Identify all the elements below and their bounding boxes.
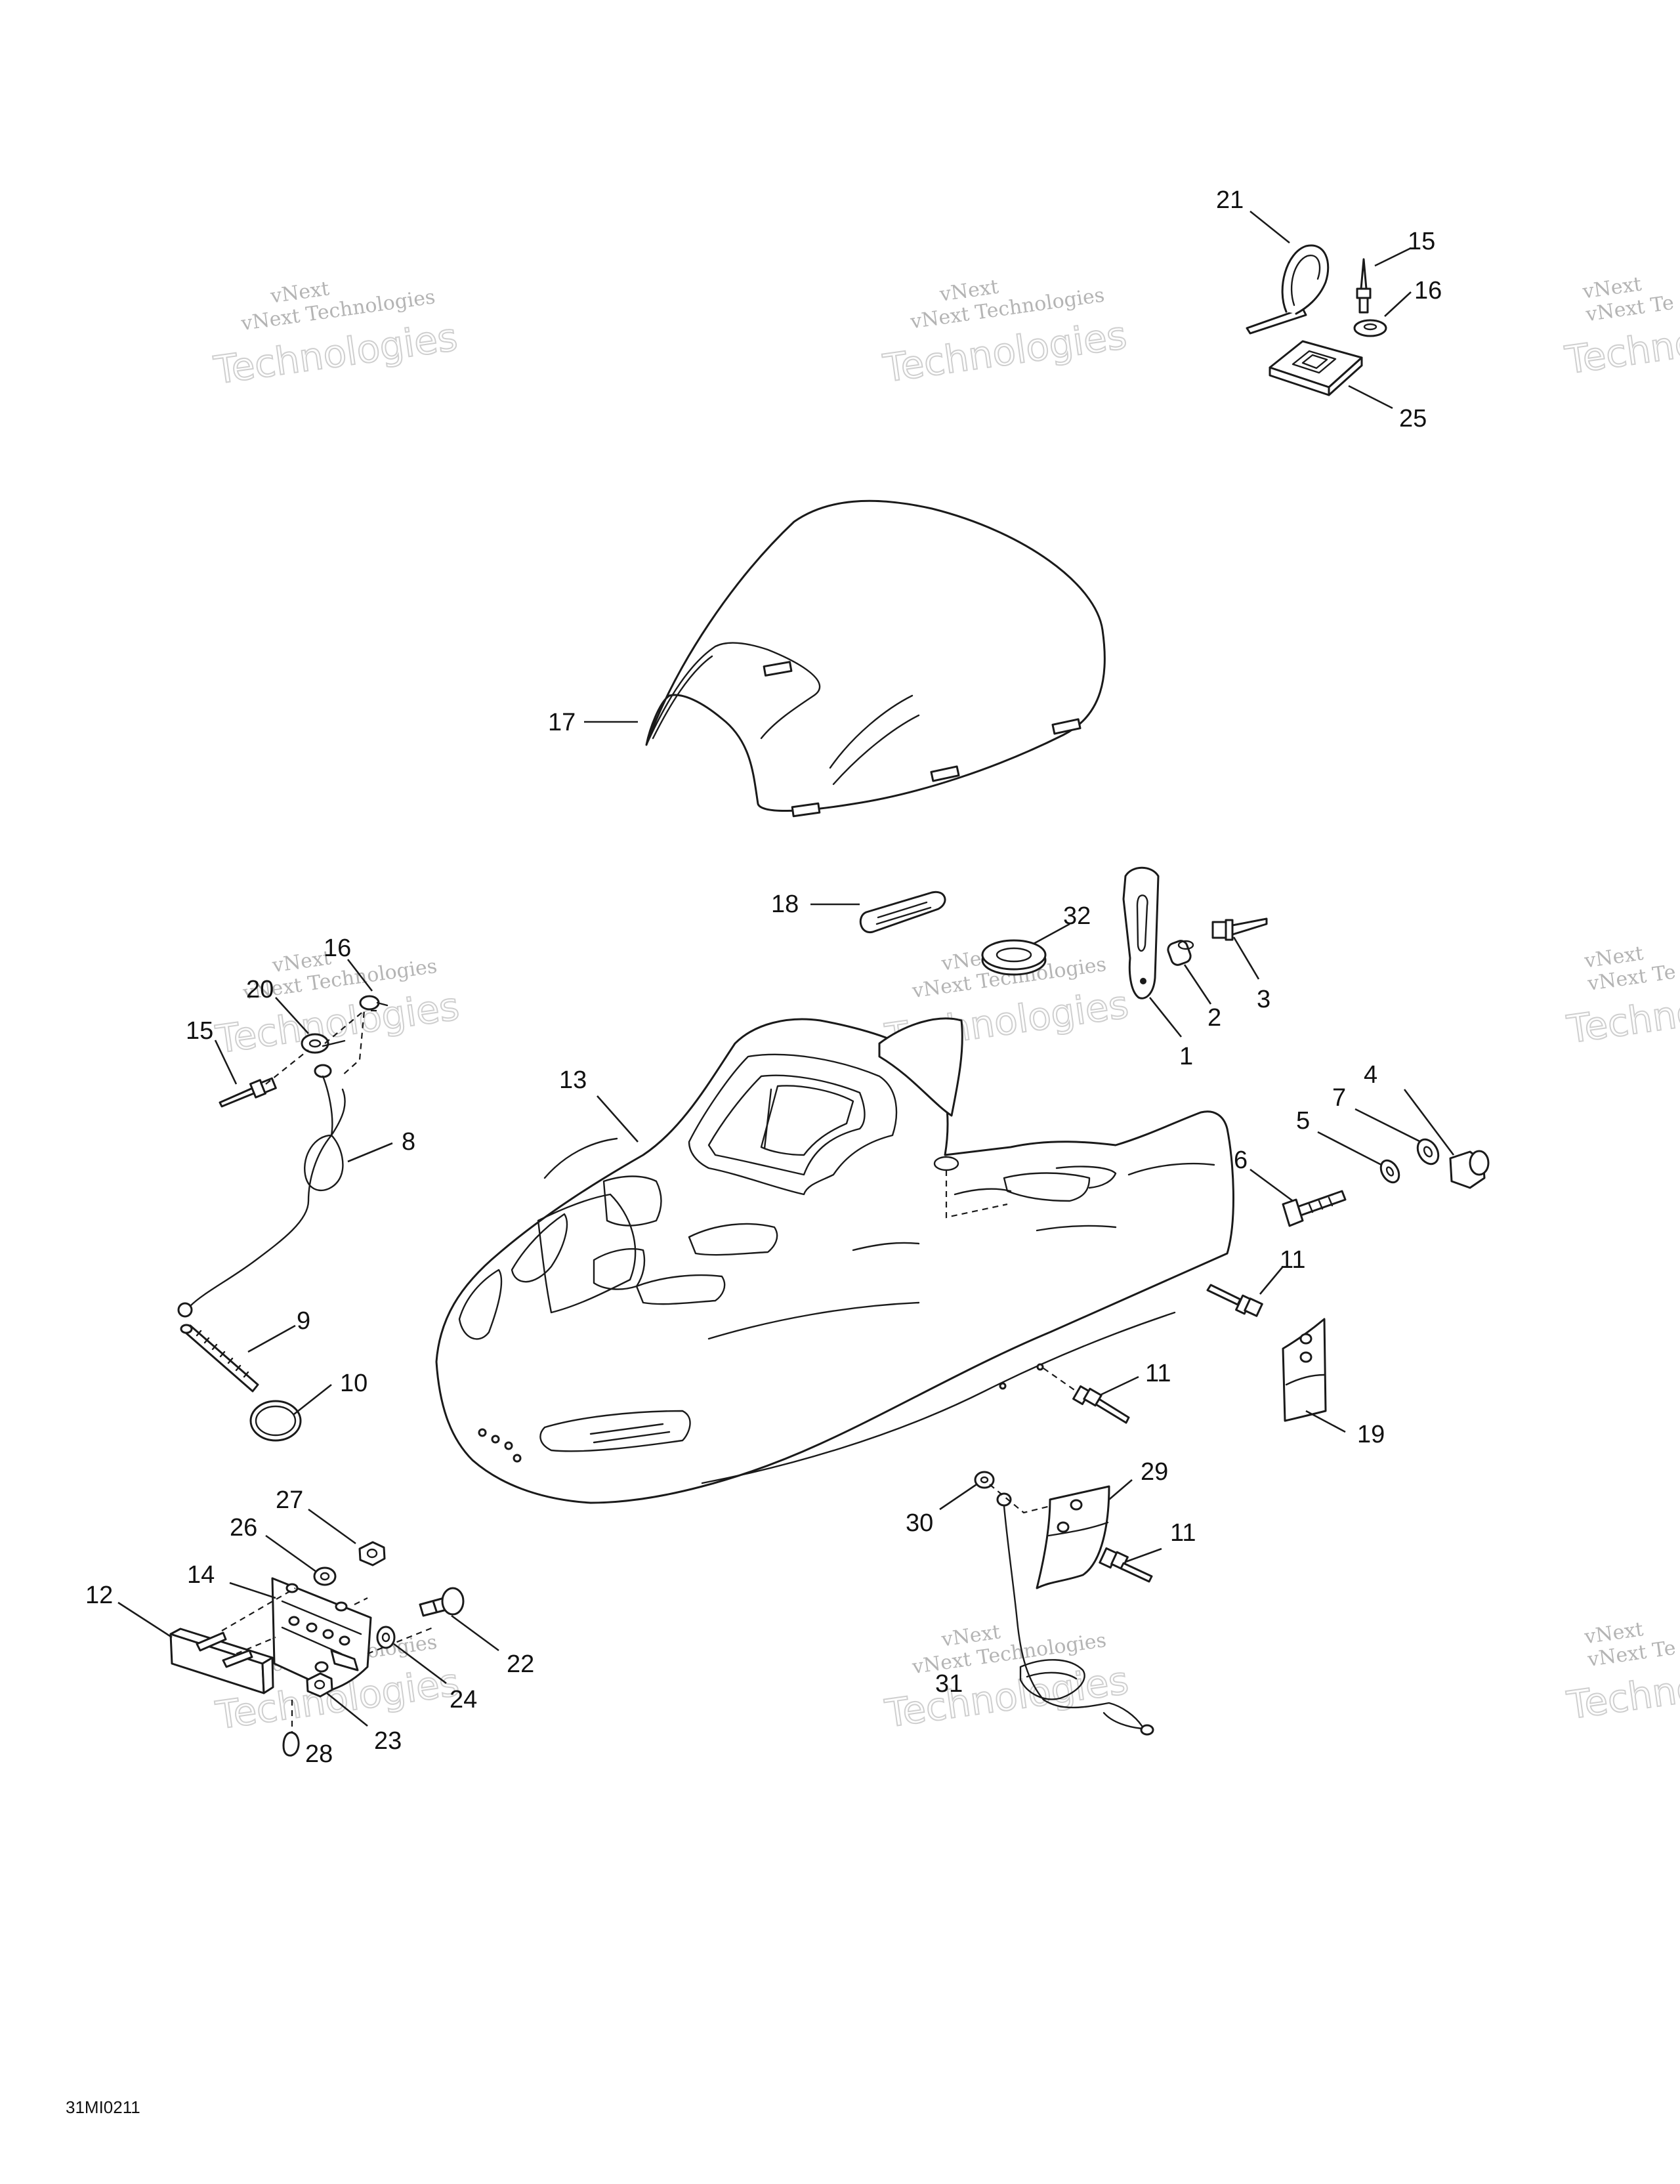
callout-22: 22 — [507, 1650, 534, 1678]
threaded-rod-part — [180, 1324, 259, 1393]
washer-part — [1416, 1138, 1440, 1166]
callout-12: 12 — [85, 1582, 113, 1609]
callout-numbers: 21 15 16 25 17 18 32 1 2 3 16 20 15 13 8… — [85, 186, 1442, 1768]
callout-15: 15 — [1408, 228, 1435, 255]
watermark: vNext vNext Technologies Technologies — [881, 1620, 1131, 1736]
spacer-part — [1167, 940, 1194, 966]
rivet-part — [1099, 1547, 1153, 1583]
assembly-line — [324, 1009, 366, 1077]
callout-25: 25 — [1399, 405, 1427, 432]
callout-10: 10 — [340, 1370, 368, 1397]
assembly-line — [221, 1587, 296, 1631]
callout-32: 32 — [1063, 902, 1091, 930]
assembly-line — [945, 1170, 1008, 1219]
callout-9: 9 — [297, 1307, 310, 1335]
svg-text:Techno: Techno — [1564, 1665, 1680, 1728]
washer-part — [359, 995, 388, 1011]
nut-part — [358, 1541, 386, 1566]
callout-8: 8 — [402, 1128, 415, 1156]
watermark: vNext vNext Te Techno — [1562, 272, 1680, 383]
callout-23: 23 — [374, 1727, 402, 1755]
tether-strap-part — [1003, 1505, 1154, 1736]
callout-21: 21 — [1216, 186, 1244, 214]
callout-1: 1 — [1179, 1043, 1193, 1070]
ring-part — [249, 1400, 302, 1442]
rivet-part — [1211, 917, 1268, 941]
mounting-base-part — [1269, 340, 1363, 396]
handle-part — [1122, 866, 1160, 999]
watermark: vNext vNext Te Techno — [1563, 942, 1680, 1053]
callout-13: 13 — [559, 1066, 587, 1094]
callout-18: 18 — [771, 891, 799, 918]
callout-28: 28 — [305, 1740, 333, 1768]
assembly-line — [354, 1597, 368, 1605]
washer-part — [313, 1566, 337, 1586]
callout-19: 19 — [1357, 1421, 1385, 1448]
nut-part — [306, 1672, 333, 1698]
rivet-part — [1043, 1368, 1130, 1424]
bracket-plate-part — [1282, 1318, 1327, 1422]
rivet-part — [1356, 258, 1372, 314]
tether-cord-part — [177, 1075, 346, 1318]
grip-part — [859, 891, 946, 933]
callout-3: 3 — [1257, 986, 1270, 1013]
assembly-line — [236, 1636, 276, 1655]
callout-16: 16 — [324, 934, 351, 962]
lock-washer-part — [1379, 1159, 1400, 1184]
callout-24: 24 — [450, 1686, 477, 1713]
assembly-line — [367, 1626, 434, 1655]
bolt-part — [419, 1587, 465, 1617]
callout-11: 11 — [1170, 1519, 1196, 1547]
watermark: vNext vNext Te Techno — [1563, 1618, 1680, 1729]
stud-part — [196, 1631, 253, 1668]
eyelet-part — [974, 1471, 1064, 1514]
callout-11: 11 — [1280, 1246, 1305, 1274]
windshield-part — [645, 499, 1106, 818]
callout-17: 17 — [548, 709, 576, 736]
washer-part — [1353, 319, 1387, 337]
callout-29: 29 — [1141, 1458, 1168, 1486]
callout-2: 2 — [1208, 1004, 1221, 1032]
rivet-part — [219, 1077, 277, 1108]
callout-6: 6 — [1234, 1146, 1248, 1174]
drawing-code: 31MI0211 — [66, 2097, 140, 2117]
cable-tie-part — [1246, 244, 1330, 335]
svg-text:Techno: Techno — [1563, 320, 1680, 383]
callout-11: 11 — [1145, 1360, 1171, 1387]
callout-5: 5 — [1296, 1107, 1310, 1135]
callout-14: 14 — [187, 1561, 215, 1589]
watermark: vNext vNext Technologies Technologies — [879, 276, 1129, 392]
assembly-line — [265, 1049, 309, 1085]
watermark: vNext vNext Technologies Technologies — [211, 277, 461, 393]
rivet-part — [1206, 1284, 1263, 1317]
callout-15: 15 — [186, 1017, 213, 1045]
washer-part — [376, 1626, 396, 1649]
bracket-part — [1036, 1485, 1110, 1589]
grommet-part — [981, 939, 1047, 976]
callout-leader-lines — [117, 210, 1455, 1727]
callout-30: 30 — [906, 1509, 933, 1537]
callout-20: 20 — [246, 976, 274, 1003]
callout-27: 27 — [276, 1486, 303, 1514]
hood-part — [435, 1017, 1234, 1504]
svg-text:Techno: Techno — [1564, 989, 1680, 1052]
callout-4: 4 — [1364, 1061, 1377, 1089]
callout-16: 16 — [1414, 277, 1442, 304]
cap-nut-part — [282, 1700, 300, 1757]
bolt-part — [1282, 1190, 1347, 1227]
callout-26: 26 — [230, 1514, 257, 1542]
callout-31: 31 — [935, 1670, 963, 1698]
nut-part — [1449, 1150, 1490, 1189]
callout-7: 7 — [1332, 1084, 1346, 1112]
